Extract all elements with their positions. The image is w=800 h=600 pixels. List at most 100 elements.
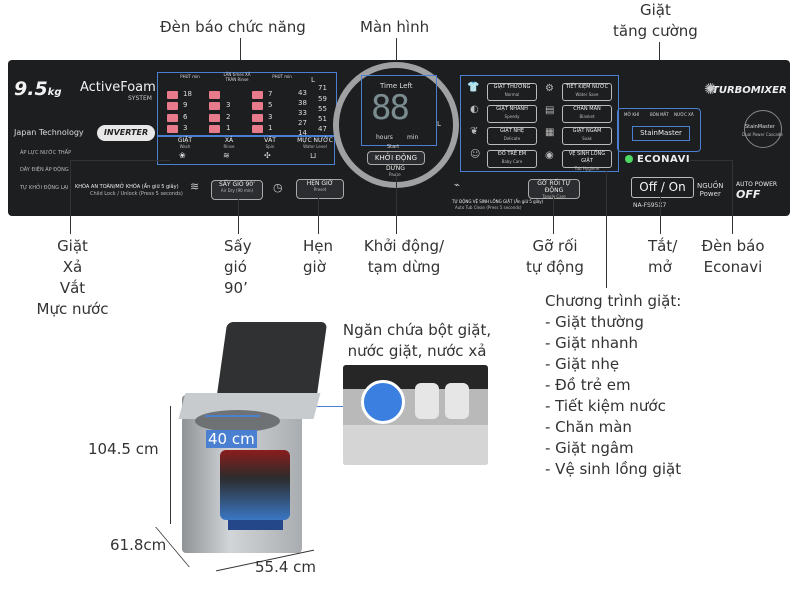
blue-dispenser-icon bbox=[361, 380, 405, 424]
turbomixer-logo: TURBOMIXER bbox=[712, 85, 787, 96]
callout-tat-mo: Tắt/ mở bbox=[648, 237, 678, 276]
led-spin-2 bbox=[252, 102, 263, 110]
soak-icon: ▦ bbox=[545, 127, 555, 138]
leader-tat-mo bbox=[660, 196, 661, 234]
spin-num-3: 3 bbox=[268, 113, 273, 121]
level-b-4: 51 bbox=[318, 115, 327, 123]
spin-icon: ✣ bbox=[264, 151, 271, 160]
callout-hen-gio: Hẹn giờ bbox=[303, 237, 334, 276]
air-dry-button[interactable]: SẤY GIÓ 90’Air Dry (90 min) bbox=[211, 180, 263, 200]
height-dimension-line bbox=[170, 406, 171, 524]
lcd-hours: hours bbox=[376, 134, 393, 141]
power-off-on-button[interactable]: Off / On bbox=[631, 177, 694, 198]
rinse-num-1: 3 bbox=[226, 101, 231, 109]
stainmaster-button[interactable]: StainMaster bbox=[632, 126, 690, 141]
stainmaster-group bbox=[617, 108, 701, 152]
wash-num-3: 6 bbox=[183, 113, 188, 121]
water-save-icon: ⚙ bbox=[545, 83, 554, 94]
blanket-icon: ▤ bbox=[545, 105, 555, 116]
program-list: Chương trình giặt: - Giặt thường - Giặt … bbox=[545, 291, 681, 480]
small-dispenser-1 bbox=[415, 383, 439, 419]
label-low-pressure: ÁP LỰC NƯỚC THẤP bbox=[20, 150, 72, 156]
callout-man-hinh: Màn hình bbox=[360, 18, 430, 36]
detergent-drawer-photo bbox=[343, 365, 488, 465]
level-b-2: 59 bbox=[318, 95, 327, 103]
econavi-logo: ECONAVI bbox=[637, 154, 691, 165]
col-head-spin: PHÚT min bbox=[272, 74, 292, 79]
lcd-min: min bbox=[407, 134, 419, 141]
econavi-led-icon bbox=[625, 155, 633, 163]
callout-giat-xa-vat: Giặt Xả Vắt Mực nước bbox=[36, 237, 109, 318]
speedy-icon: ◐ bbox=[470, 104, 479, 115]
start-dung-label: DỪNG bbox=[386, 165, 405, 172]
drawer-front bbox=[343, 425, 488, 465]
rinse-num-2: 2 bbox=[226, 113, 231, 121]
level-a-3: 33 bbox=[298, 109, 307, 117]
washer-drum bbox=[195, 410, 280, 432]
stainmaster-logo-sub: Dual Power Cascade bbox=[742, 132, 783, 137]
rinse-icon: ≋ bbox=[223, 151, 230, 160]
washer-lid bbox=[216, 322, 328, 396]
leader-den-bao bbox=[240, 38, 241, 74]
childlock-sub: Child Lock / Unlock (Press 5 seconds) bbox=[90, 191, 183, 197]
wash-num-1: 18 bbox=[183, 90, 192, 98]
auto-tub-sub: Auto Tub Clean (Press 5 seconds) bbox=[455, 205, 522, 210]
inverter-badge: INVERTER bbox=[97, 125, 155, 141]
washer-brand-strip bbox=[228, 520, 283, 530]
led-spin-4 bbox=[252, 125, 263, 133]
callout-econavi: Đèn báo Econavi bbox=[701, 237, 765, 276]
turbomixer-swirl-icon: ✺ bbox=[704, 80, 717, 98]
col-head-rinse: LẦN times XẢ TRÀN Rinse bbox=[223, 72, 251, 82]
leader-man-hinh bbox=[396, 38, 397, 76]
callout-khoi-dong: Khởi động/ tạm dừng bbox=[363, 237, 445, 276]
dimension-height: 104.5 cm bbox=[88, 440, 159, 458]
leader-giat-xa-v bbox=[70, 160, 71, 234]
tub-hygiene-icon: ◉ bbox=[545, 150, 554, 161]
level-b-5: 47 bbox=[318, 125, 327, 133]
start-pause-button[interactable]: KHỞI ĐỘNG bbox=[367, 151, 425, 165]
wash-num-4: 3 bbox=[183, 124, 188, 132]
led-rinse-2 bbox=[209, 102, 220, 110]
auto-tub-icon: ⌁ bbox=[454, 180, 461, 191]
label-auto-restart: TỰ KHỞI ĐỘNG LẠI bbox=[20, 185, 69, 191]
baby-care-icon: ☺ bbox=[470, 149, 481, 160]
small-dispenser-2 bbox=[445, 383, 469, 419]
leader-go-roi bbox=[553, 197, 554, 234]
program-item: - Giặt ngâm bbox=[545, 439, 634, 457]
led-spin-3 bbox=[252, 114, 263, 122]
level-a-4: 27 bbox=[298, 119, 307, 127]
dimension-depth: 61.8cm bbox=[110, 536, 167, 554]
callout-giat-tang-cuong: Giặt tăng cường bbox=[613, 1, 698, 40]
level-b-1: 71 bbox=[318, 84, 327, 92]
level-b-3: 55 bbox=[318, 105, 327, 113]
stainmaster-logo-text: StainMaster bbox=[745, 124, 775, 130]
leader-econavi-v bbox=[732, 160, 733, 234]
level-a-1: 43 bbox=[298, 89, 307, 97]
program-item: - Tiết kiệm nước bbox=[545, 397, 666, 415]
spin-num-4: 1 bbox=[268, 124, 273, 132]
leader-econavi-h bbox=[690, 160, 732, 161]
display-screen bbox=[361, 75, 437, 146]
lcd-title: Time Left bbox=[380, 82, 413, 90]
level-head: L bbox=[311, 76, 315, 84]
sm-opt-2: BÓN MẮT bbox=[650, 112, 669, 117]
lcd-unit-l: L bbox=[437, 120, 441, 128]
led-wash-2 bbox=[167, 102, 178, 110]
sm-opt-1: MỞ KHÍ bbox=[624, 112, 640, 117]
program-selection-box bbox=[460, 75, 619, 172]
model-number: NA-FS95X7 bbox=[633, 202, 667, 209]
